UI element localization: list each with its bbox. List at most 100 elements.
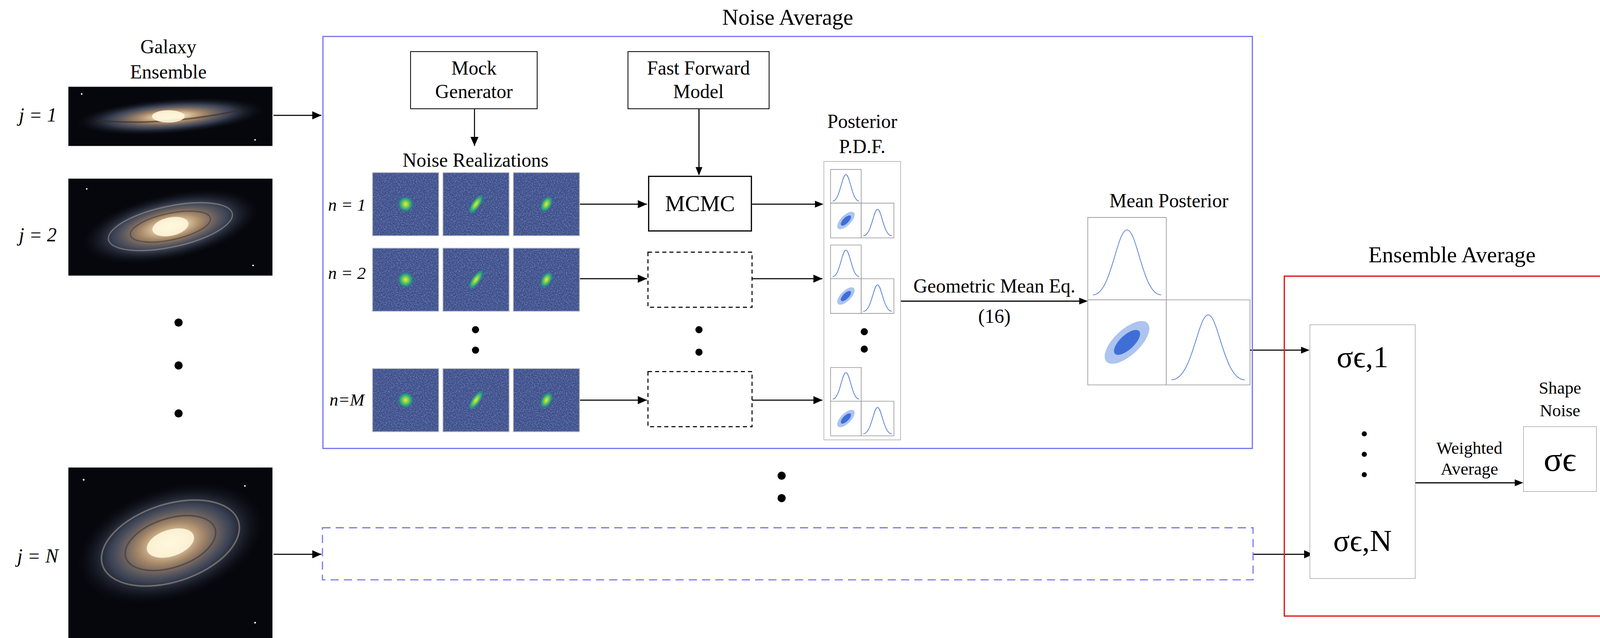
galaxy-disk bbox=[75, 92, 266, 141]
star bbox=[252, 264, 255, 267]
star bbox=[86, 188, 88, 190]
noise-image bbox=[442, 172, 510, 236]
galaxy-image bbox=[68, 86, 273, 146]
edge-label-anchor: Weighted Average bbox=[1414, 437, 1525, 480]
connector bbox=[752, 200, 824, 208]
index-label: j = N bbox=[17, 543, 58, 569]
label-anchor: Galaxy Ensemble bbox=[112, 34, 225, 85]
index-label: n=M bbox=[329, 388, 365, 412]
dust-lane bbox=[96, 110, 240, 123]
slot-anchor: σϵ,N bbox=[1310, 521, 1415, 559]
arrow-head bbox=[1514, 479, 1524, 487]
heading-anchor: Posterior P.D.F. bbox=[811, 108, 914, 160]
corner-plot bbox=[830, 169, 894, 238]
arrow-head bbox=[815, 200, 824, 208]
heading-anchor: Ensemble Average bbox=[1319, 240, 1585, 270]
galaxy-blob bbox=[397, 391, 414, 408]
ellipsis-dot bbox=[1361, 431, 1367, 437]
group-label: Noise Realizations bbox=[402, 147, 549, 173]
star bbox=[81, 92, 83, 95]
galaxy-blob bbox=[537, 269, 556, 291]
math-symbol: σϵ,1 bbox=[1310, 338, 1415, 376]
slot-anchor: σϵ,1 bbox=[1310, 338, 1415, 376]
result-box: σϵ,1 σϵ,N bbox=[1309, 324, 1416, 579]
node-body: Fast Forward Model bbox=[628, 52, 769, 109]
galaxy-blob bbox=[465, 387, 487, 413]
label-anchor: Noise Realizations bbox=[402, 147, 549, 173]
arrow bbox=[273, 114, 322, 116]
galaxy-core bbox=[150, 213, 191, 240]
spiral-arm bbox=[104, 193, 237, 260]
arrow-head bbox=[695, 167, 703, 176]
node-text: σϵ bbox=[1543, 438, 1577, 481]
node-body: Mock Generator bbox=[410, 52, 537, 109]
noise-image bbox=[442, 368, 510, 432]
arrow bbox=[579, 399, 648, 401]
connector-line bbox=[900, 300, 1080, 302]
arrow-head bbox=[1079, 297, 1088, 305]
node-heading: Noise Average bbox=[634, 2, 941, 32]
group-box: Noise AverageMock GeneratorFast Forward … bbox=[322, 35, 1253, 449]
node-heading: Shape Noise bbox=[1523, 376, 1597, 423]
group-label: Galaxy Ensemble bbox=[112, 34, 225, 85]
star bbox=[254, 621, 256, 624]
ellipsis-dot bbox=[471, 326, 480, 334]
corner-plot: Mean Posterior bbox=[1087, 217, 1250, 385]
spiral-arm bbox=[90, 483, 251, 602]
arrow bbox=[752, 277, 823, 279]
connector bbox=[1249, 346, 1310, 354]
galaxy-image bbox=[62, 460, 279, 638]
noise-image bbox=[442, 248, 510, 312]
node-text: MCMC bbox=[665, 190, 735, 217]
galaxy-blob bbox=[397, 196, 414, 213]
node-heading: Posterior P.D.F. bbox=[811, 108, 914, 160]
label-anchor: n=M bbox=[329, 388, 365, 412]
node-heading: Ensemble Average bbox=[1319, 240, 1585, 270]
noise-image bbox=[513, 172, 580, 236]
connector bbox=[900, 297, 1088, 305]
star bbox=[82, 478, 85, 481]
ellipsis-dot bbox=[1361, 451, 1367, 457]
ellipsis-dot bbox=[174, 318, 183, 327]
ellipsis-dot bbox=[695, 348, 703, 356]
connector-line bbox=[698, 109, 700, 168]
corner-plot bbox=[830, 367, 894, 436]
label-anchor: j = 2 bbox=[18, 222, 57, 248]
label-anchor: n = 2 bbox=[328, 262, 366, 285]
ellipsis-dot bbox=[695, 326, 703, 334]
ellipsis-dot bbox=[174, 361, 183, 370]
arrow bbox=[579, 277, 648, 279]
star bbox=[254, 138, 256, 141]
star bbox=[244, 484, 246, 487]
index-label: j = 2 bbox=[18, 222, 57, 248]
dust-lane bbox=[118, 505, 223, 581]
galaxy-blob bbox=[465, 191, 487, 217]
heading-anchor: Mean Posterior bbox=[1082, 188, 1256, 214]
math-symbol: σϵ,N bbox=[1310, 521, 1415, 559]
corner-plot bbox=[830, 244, 894, 313]
connector-line bbox=[1249, 349, 1302, 351]
node-heading: Mean Posterior bbox=[1082, 188, 1256, 214]
connector bbox=[1415, 479, 1524, 487]
node-text: Fast Forward Model bbox=[634, 56, 763, 104]
index-label: j = 1 bbox=[18, 102, 57, 128]
placeholder-box bbox=[648, 251, 753, 307]
dust-lane bbox=[127, 205, 214, 249]
ellipsis-dot bbox=[471, 346, 480, 354]
label-anchor: j = 1 bbox=[18, 102, 57, 128]
arrow bbox=[1252, 553, 1314, 555]
arrow-head bbox=[1301, 346, 1310, 354]
process-box: Fast Forward Model bbox=[627, 51, 770, 110]
ellipsis-dot bbox=[860, 345, 868, 353]
node-body: σϵ bbox=[1523, 426, 1597, 492]
node-text: Mock Generator bbox=[422, 56, 525, 104]
placeholder-box bbox=[648, 371, 753, 427]
galaxy-blob bbox=[537, 193, 556, 215]
arrow bbox=[273, 553, 322, 555]
ellipsis-dot bbox=[174, 409, 183, 418]
process-box: MCMC bbox=[648, 175, 753, 232]
galaxy-blob bbox=[537, 389, 556, 411]
edge-label: Weighted Average bbox=[1414, 437, 1525, 480]
